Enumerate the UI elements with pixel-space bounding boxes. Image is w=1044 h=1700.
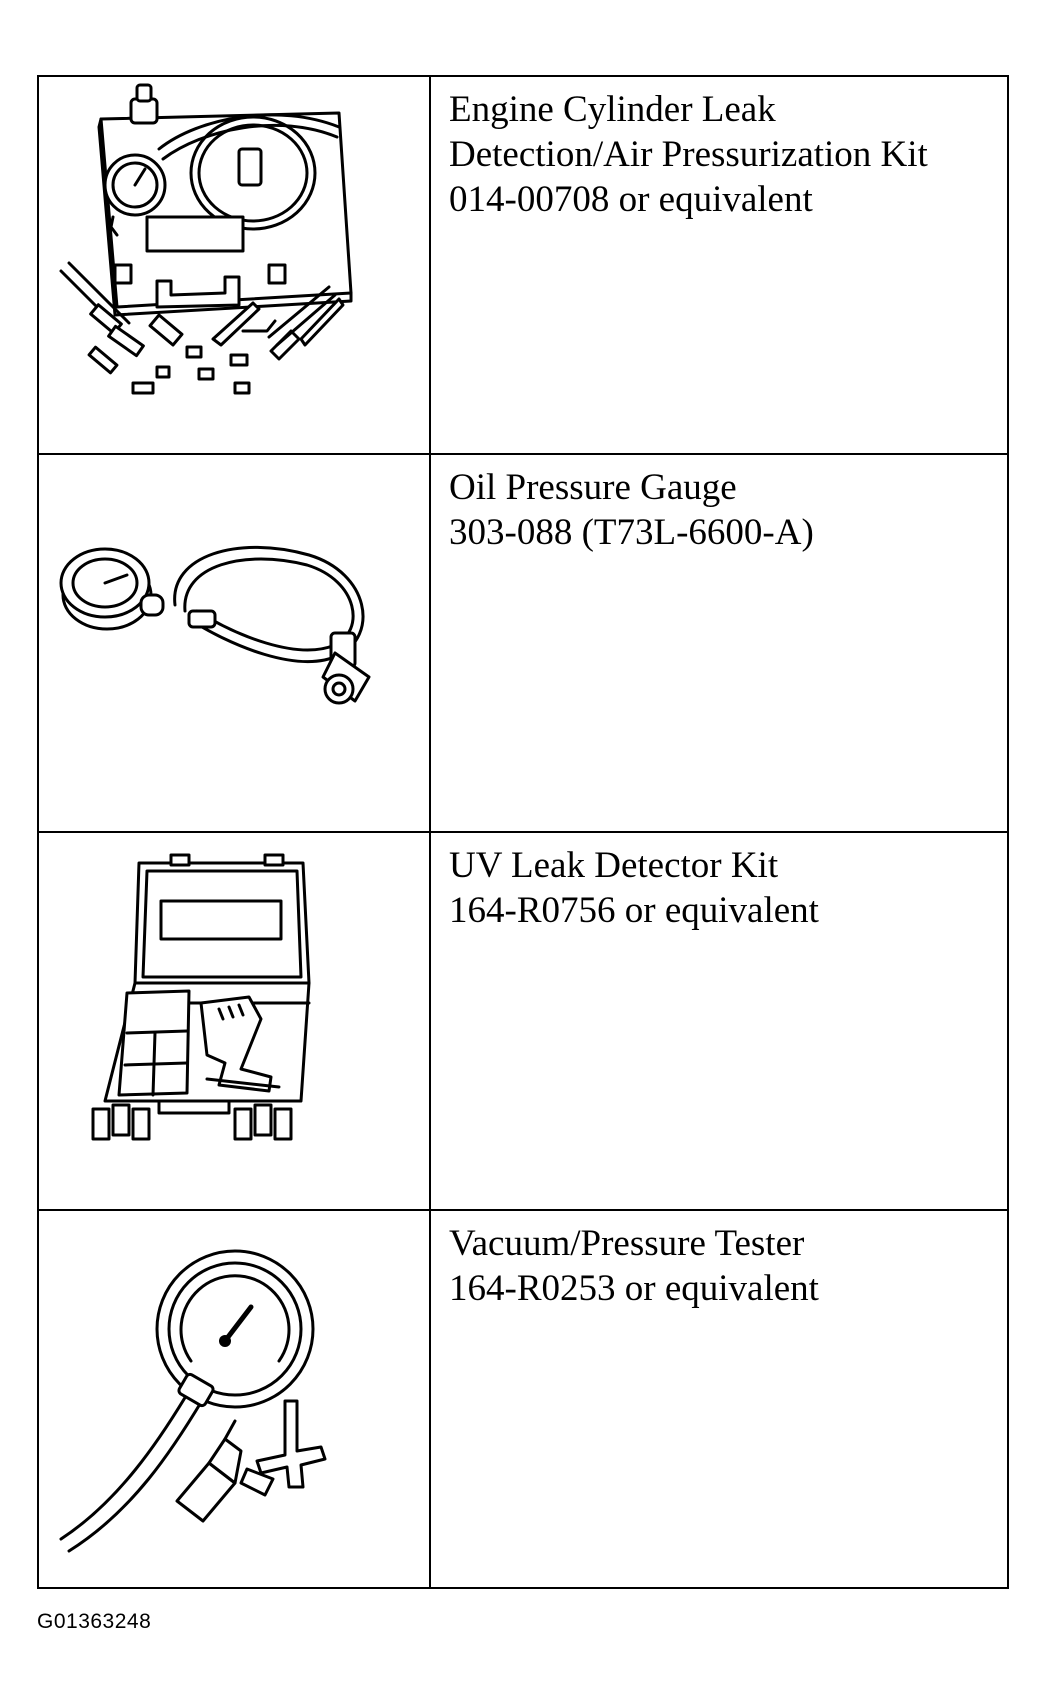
tool-number: 303-088 (T73L-6600-A) — [449, 512, 814, 553]
tool-image-cell — [37, 1209, 431, 1589]
tool-image-cell — [37, 831, 431, 1211]
tool-description-cell: Engine Cylinder Leak Detection/Air Press… — [429, 75, 1009, 455]
oil-pressure-gauge-icon — [59, 545, 371, 705]
tool-name: UV Leak Detector Kit — [449, 845, 779, 886]
tool-description-cell: Oil Pressure Gauge 303-088 (T73L-6600-A) — [429, 453, 1009, 833]
tool-row: Vacuum/Pressure Tester 164-R0253 or equi… — [37, 1209, 1009, 1589]
tool-name: Detection/Air Pressurization Kit — [449, 134, 928, 175]
tool-number: 164-R0756 or equivalent — [449, 890, 819, 931]
tool-name: Oil Pressure Gauge — [449, 467, 737, 508]
tool-image-cell — [37, 75, 431, 455]
leak-detection-kit-icon — [59, 83, 353, 395]
tool-number: 164-R0253 or equivalent — [449, 1268, 819, 1309]
special-tools-table: Engine Cylinder Leak Detection/Air Press… — [37, 75, 1009, 1589]
tool-row: Oil Pressure Gauge 303-088 (T73L-6600-A) — [37, 453, 1009, 833]
vacuum-pressure-tester-icon — [59, 1249, 327, 1553]
uv-leak-detector-kit-icon — [91, 853, 311, 1141]
tool-row: UV Leak Detector Kit 164-R0756 or equiva… — [37, 831, 1009, 1211]
tool-name: Engine Cylinder Leak — [449, 89, 776, 130]
figure-code: G01363248 — [37, 1610, 152, 1633]
tool-description-cell: UV Leak Detector Kit 164-R0756 or equiva… — [429, 831, 1009, 1211]
tool-name: Vacuum/Pressure Tester — [449, 1223, 805, 1264]
tool-description-cell: Vacuum/Pressure Tester 164-R0253 or equi… — [429, 1209, 1009, 1589]
tool-number: 014-00708 or equivalent — [449, 179, 813, 220]
tool-row: Engine Cylinder Leak Detection/Air Press… — [37, 75, 1009, 455]
tool-image-cell — [37, 453, 431, 833]
